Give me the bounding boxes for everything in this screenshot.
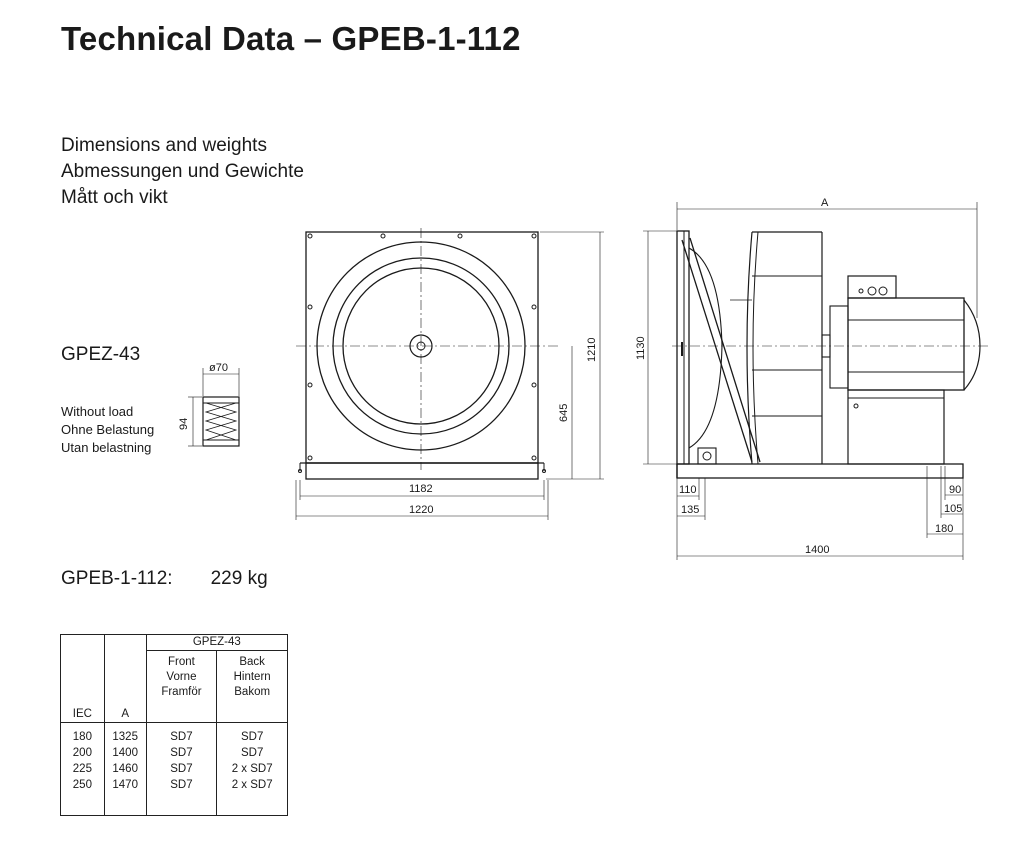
- weight-model: GPEB-1-112:: [61, 568, 173, 589]
- weight-value: 229 kg: [210, 568, 268, 589]
- table-cell: 1325: [112, 731, 138, 743]
- weight-line: GPEB-1-112: 229 kg: [61, 568, 268, 590]
- front-height-center: 645: [558, 404, 570, 422]
- side-dim-110: 110: [679, 484, 697, 496]
- subtitle-en: Dimensions and weights: [61, 135, 267, 156]
- col-front-values: SD7 SD7 SD7 SD7: [145, 722, 218, 816]
- front-sv: Framför: [161, 686, 202, 698]
- table-cell: SD7: [170, 763, 193, 775]
- table-cell: SD7: [170, 731, 193, 743]
- col-a-values: 1325 1400 1460 1470: [103, 722, 147, 816]
- load-en: Without load: [61, 404, 134, 419]
- table-cell: 180: [72, 731, 92, 743]
- front-height-total: 1210: [586, 338, 598, 362]
- front-de: Vorne: [166, 671, 197, 683]
- subtitle-sv: Mått och vikt: [61, 187, 168, 208]
- col-header-front: Front Vorne Framför: [145, 650, 218, 723]
- side-view: [643, 202, 990, 560]
- table-cell: 1470: [112, 779, 138, 791]
- table-cell: 2 x SD7: [231, 763, 273, 775]
- side-length-a: A: [821, 197, 829, 209]
- side-dim-180: 180: [935, 523, 953, 535]
- front-en: Front: [168, 656, 195, 668]
- subtitle-de: Abmessungen und Gewichte: [61, 161, 304, 182]
- load-sv: Utan belastning: [61, 440, 152, 455]
- front-width-inner: 1182: [409, 483, 433, 495]
- col-header-iec: IEC: [60, 634, 105, 723]
- front-width-outer: 1220: [409, 504, 433, 516]
- col-back-values: SD7 SD7 2 x SD7 2 x SD7: [216, 722, 288, 816]
- table-cell: 225: [72, 763, 92, 775]
- side-height: 1130: [635, 336, 647, 360]
- back-en: Back: [239, 656, 265, 668]
- absorber-height: 94: [178, 418, 190, 430]
- load-de: Ohne Belastung: [61, 422, 155, 437]
- absorber-diameter: ø70: [209, 362, 228, 374]
- side-dim-105: 105: [944, 503, 962, 515]
- table-cell: SD7: [240, 747, 264, 759]
- table-cell: 250: [72, 779, 92, 791]
- absorber-model: GPEZ-43: [61, 344, 141, 365]
- spec-table: IEC A GPEZ-43 Front Vorne Framför Back H…: [60, 634, 289, 816]
- table-cell: SD7: [240, 731, 264, 743]
- table-cell: SD7: [170, 747, 193, 759]
- table-cell: 1400: [112, 747, 138, 759]
- absorber-drawing: [188, 368, 240, 447]
- side-dim-135: 135: [681, 504, 699, 516]
- page-title: Technical Data – GPEB-1-112: [61, 20, 521, 57]
- col-iec-values: 180 200 225 250: [60, 722, 105, 816]
- front-view: [295, 228, 604, 520]
- table-cell: SD7: [170, 779, 193, 791]
- table-cell: 200: [72, 747, 92, 759]
- side-dim-90: 90: [949, 484, 961, 496]
- col-header-back: Back Hintern Bakom: [216, 650, 288, 723]
- back-sv: Bakom: [234, 686, 271, 698]
- table-cell: 2 x SD7: [231, 779, 273, 791]
- table-cell: 1460: [112, 763, 138, 775]
- side-base-length: 1400: [805, 544, 829, 556]
- col-header-a: A: [103, 634, 147, 723]
- back-de: Hintern: [233, 671, 271, 683]
- group-header-gpez: GPEZ-43: [145, 634, 289, 651]
